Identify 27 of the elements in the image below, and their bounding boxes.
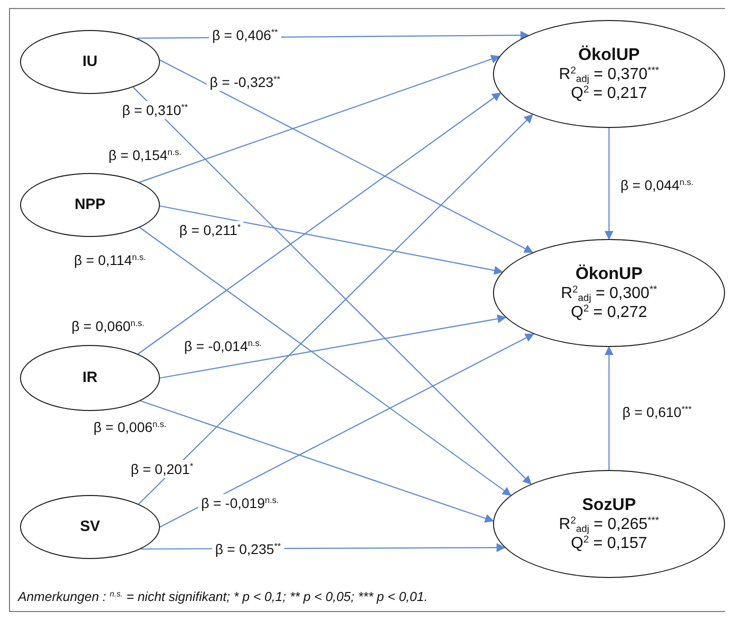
arrow — [160, 314, 506, 379]
statistic-text: R$^{2}$$_{adj}$ = 0,300$^{**}$ — [560, 284, 658, 304]
arrow — [140, 400, 494, 523]
construct-name: SozUP — [582, 494, 636, 515]
arrow — [604, 128, 614, 240]
construct-name: ÖkolUP — [578, 44, 640, 65]
construct-name: IU — [82, 53, 98, 71]
arrow — [160, 205, 504, 275]
arrow — [139, 227, 512, 496]
construct-name: IR — [82, 369, 98, 387]
edge-label: β = 0,406$^{**}$ — [209, 26, 281, 44]
construct-name: SV — [80, 518, 100, 536]
note-text: Anmerkungen : $^{n.s.}$ = nicht signifikant; * p < 0,1; ** p < 0,05; *** p < 0,01. — [18, 589, 428, 604]
statistic-text: R$^{2}$$_{adj}$ = 0,265$^{***}$ — [558, 515, 660, 534]
arrow — [604, 346, 614, 470]
arrow — [139, 54, 500, 183]
construct-name: ÖkonUP — [575, 264, 643, 284]
statistic-text: Q$^{2}$ = 0,157 — [570, 534, 648, 554]
edge-label: β = -0,323$^{**}$ — [206, 73, 284, 91]
statistic-text: Q$^{2}$ = 0,272 — [570, 303, 648, 322]
construct-name: NPP — [74, 196, 106, 214]
arrow — [138, 92, 502, 354]
arrow — [160, 60, 534, 253]
statistic-text: Q$^{2}$ = 0,217 — [570, 84, 648, 104]
arrow — [160, 334, 534, 528]
edge-label: β = 0,235$^{**}$ — [212, 540, 284, 558]
statistic-text: R$^{2}$$_{adj}$ = 0,370$^{***}$ — [558, 65, 660, 84]
